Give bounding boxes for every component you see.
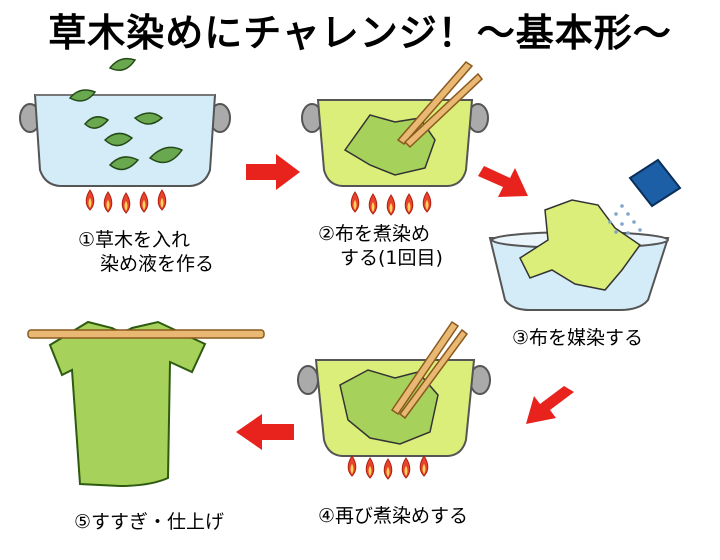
step2-flames xyxy=(350,191,432,216)
arrow-2-to-3 xyxy=(478,166,528,197)
step1-flames xyxy=(85,189,167,214)
step5-shirt xyxy=(48,320,207,488)
step1-leaves xyxy=(68,57,184,171)
arrow-3-to-4 xyxy=(526,386,574,424)
step4-chopsticks xyxy=(390,320,469,420)
step4-flames xyxy=(347,455,429,480)
step4-label: ④再び煮染めする xyxy=(318,505,469,527)
arrow-4-to-5 xyxy=(236,414,294,450)
step1-label: ①草木を入れ 染め液を作る xyxy=(78,229,215,275)
step3-label: ③布を媒染する xyxy=(512,327,644,349)
step5-label: ⑤すすぎ・仕上げ xyxy=(74,511,225,533)
page-title: 草木染めにチャレンジ！〜基本形〜 xyxy=(48,11,672,55)
arrow-1-to-2 xyxy=(246,154,300,190)
step2-label: ②布を煮染め する(1回目) xyxy=(318,223,443,269)
step2-chopsticks xyxy=(396,61,484,149)
drying-pole xyxy=(27,329,265,339)
mordant-powder xyxy=(608,204,642,235)
mordant-box-icon xyxy=(628,158,682,208)
